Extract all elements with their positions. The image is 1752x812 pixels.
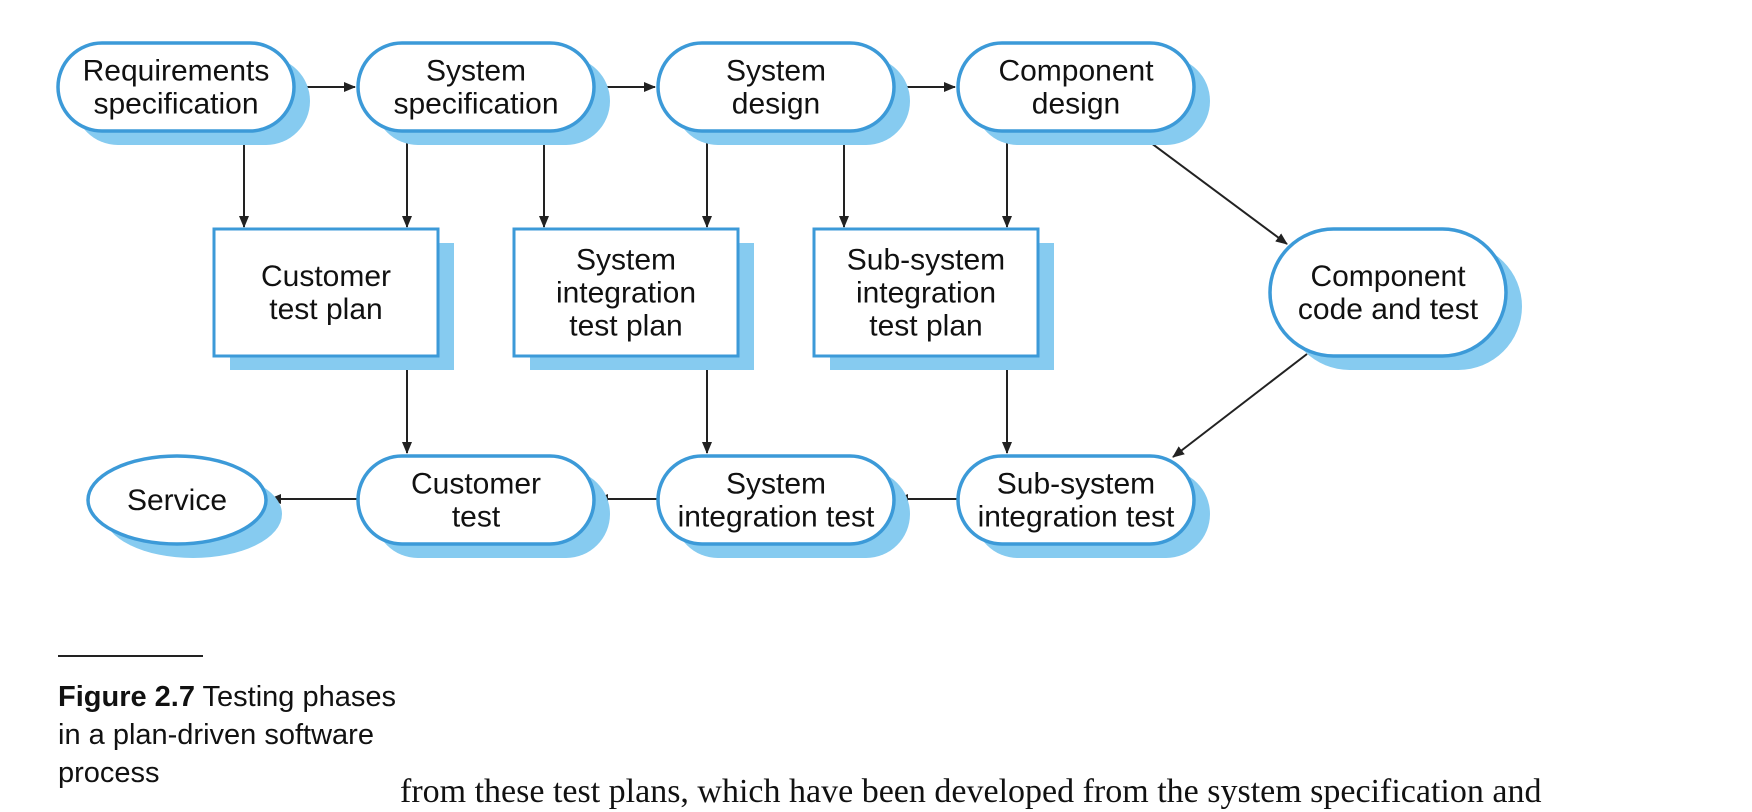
node-label-line: System [426,55,526,88]
caption-rule [58,655,203,657]
node-label-line: Requirements [83,55,270,88]
node-label: Service [127,484,227,517]
caption-label: Figure 2.7 [58,681,195,713]
node-label-line: System [726,55,826,88]
node-label-line: Customer [411,468,541,501]
node-label-line: design [1032,88,1120,121]
node-shape [812,227,1040,358]
node-label-line: design [732,88,820,121]
node-shape [212,227,440,358]
caption-text: Testing phases in a plan-driven software… [58,681,397,789]
node-label-line: Customer [261,260,391,293]
node-label-line: System [576,244,676,277]
node-label-line: Sub-system [847,244,1005,277]
node-shape [512,227,740,358]
node-service: Service [86,454,268,546]
node-shape [356,41,596,133]
node-label-line: test [452,501,501,534]
node-label-line: Component [998,55,1154,88]
node-shape [1268,227,1508,358]
node-shape [956,41,1196,133]
node-label-line: Sub-system [997,468,1155,501]
node-label-line: integration [856,277,996,310]
node-label-line: test plan [869,310,982,343]
node-shape [56,41,296,133]
node-label-line: Service [127,484,227,517]
node-label-line: System [726,468,826,501]
figure-caption: Figure 2.7 Testing phases in a plan-driv… [58,678,398,792]
node-shape [86,454,268,546]
node-label-line: integration test [678,501,875,534]
node-shape [656,454,896,546]
flow-arrow [1134,130,1288,245]
flow-arrow [1172,353,1308,458]
node-label-line: test plan [569,310,682,343]
node-label-line: test plan [269,293,382,326]
node-label-line: integration test [978,501,1175,534]
node-label-line: specification [93,88,258,121]
node-label-line: integration [556,277,696,310]
node-label-line: specification [393,88,558,121]
body-text-line: from these test plans, which have been d… [400,773,1542,810]
node-label-line: Component [1310,260,1466,293]
node-label-line: code and test [1298,293,1479,326]
node-shape [656,41,896,133]
node-shape [356,454,596,546]
node-shape [956,454,1196,546]
